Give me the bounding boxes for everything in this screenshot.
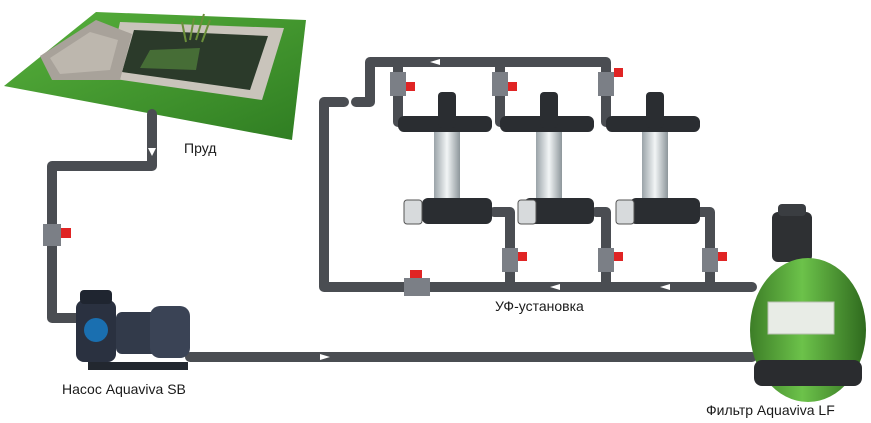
uv-unit-1: [398, 92, 492, 225]
valve-pump-inlet: [43, 224, 71, 246]
filter-label: Фильтр Aquaviva LF: [706, 402, 835, 418]
uv-unit-label: УФ-установка: [495, 298, 584, 314]
valve-uv-top-2: [492, 72, 517, 96]
flow-arrow: [148, 148, 156, 156]
pond-illustration: [4, 12, 306, 140]
valve-uv-top-3: [598, 68, 623, 96]
pond-label: Пруд: [184, 140, 217, 156]
filter-illustration: [750, 204, 866, 402]
pond-plants: [140, 48, 200, 70]
valve-uv-return: [404, 270, 430, 296]
valve-uv-bottom-2: [598, 248, 623, 272]
uv-unit-3: [606, 92, 700, 225]
pump-label: Насос Aquaviva SB: [62, 381, 186, 397]
valve-uv-bottom-3: [702, 248, 727, 272]
flow-arrow: [550, 284, 560, 290]
valve-uv-bottom-1: [502, 248, 527, 272]
flow-arrow: [320, 354, 330, 360]
valves: [43, 68, 727, 296]
pump-illustration: [76, 290, 190, 370]
pipe-filter-to-uv-return: [319, 97, 757, 292]
pond-reeds: [181, 13, 211, 43]
pipe-pond-to-pump: [47, 109, 157, 323]
valve-uv-top-1: [390, 72, 415, 96]
uv-unit-2: [500, 92, 594, 225]
flow-arrow: [660, 284, 670, 290]
pipes: [47, 57, 757, 362]
flow-arrow: [430, 59, 440, 65]
